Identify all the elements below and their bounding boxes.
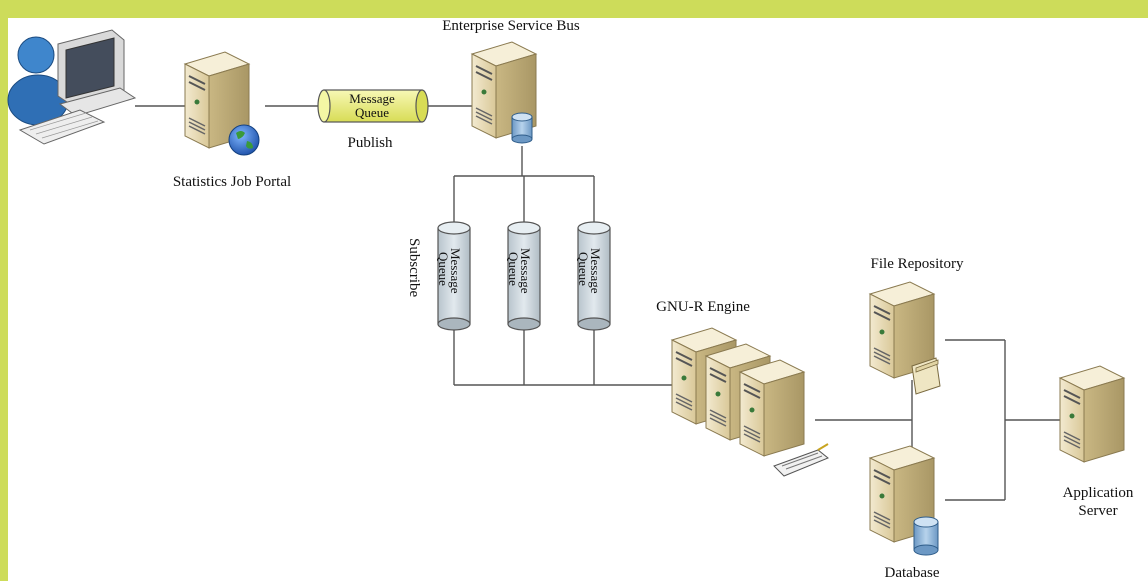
app-server-icon xyxy=(1059,365,1125,463)
publish-queue-text-2: Queue xyxy=(355,105,389,120)
database-label: Database xyxy=(885,565,940,581)
publish-label: Publish xyxy=(347,135,393,151)
sub-queue-2-text-2: Queue xyxy=(506,252,521,286)
database-cylinder-icon xyxy=(511,112,533,144)
network-card-icon xyxy=(773,443,829,477)
subscribe-message-queue-1: Message Queue xyxy=(436,221,471,331)
subscribe-message-queue-3: Message Queue xyxy=(576,221,611,331)
database-cylinder-icon-2 xyxy=(913,516,939,556)
sub-queue-1-text-1: Message xyxy=(448,248,463,294)
file-repo-label: File Repository xyxy=(871,256,964,272)
connection-lines xyxy=(135,105,1060,501)
subscribe-label: Subscribe xyxy=(406,238,422,298)
publish-queue-text-1: Message xyxy=(349,91,395,106)
folder-icon xyxy=(911,357,941,395)
sub-queue-2-text-1: Message xyxy=(518,248,533,294)
gnur-label: GNU-R Engine xyxy=(656,299,750,315)
publish-message-queue: Message Queue xyxy=(317,89,429,123)
globe-icon xyxy=(228,124,260,156)
user-computer-icon xyxy=(7,29,137,145)
sub-queue-1-text-2: Queue xyxy=(436,252,451,286)
sub-queue-3-text-1: Message xyxy=(588,248,603,294)
gnur-server-icon-3 xyxy=(739,359,805,457)
app-server-label-1: Application xyxy=(1063,485,1134,501)
app-server-label-2: Server xyxy=(1078,503,1117,519)
sub-queue-3-text-2: Queue xyxy=(576,252,591,286)
portal-label: Statistics Job Portal xyxy=(173,174,291,190)
esb-label: Enterprise Service Bus xyxy=(442,18,580,34)
subscribe-message-queue-2: Message Queue xyxy=(506,221,541,331)
